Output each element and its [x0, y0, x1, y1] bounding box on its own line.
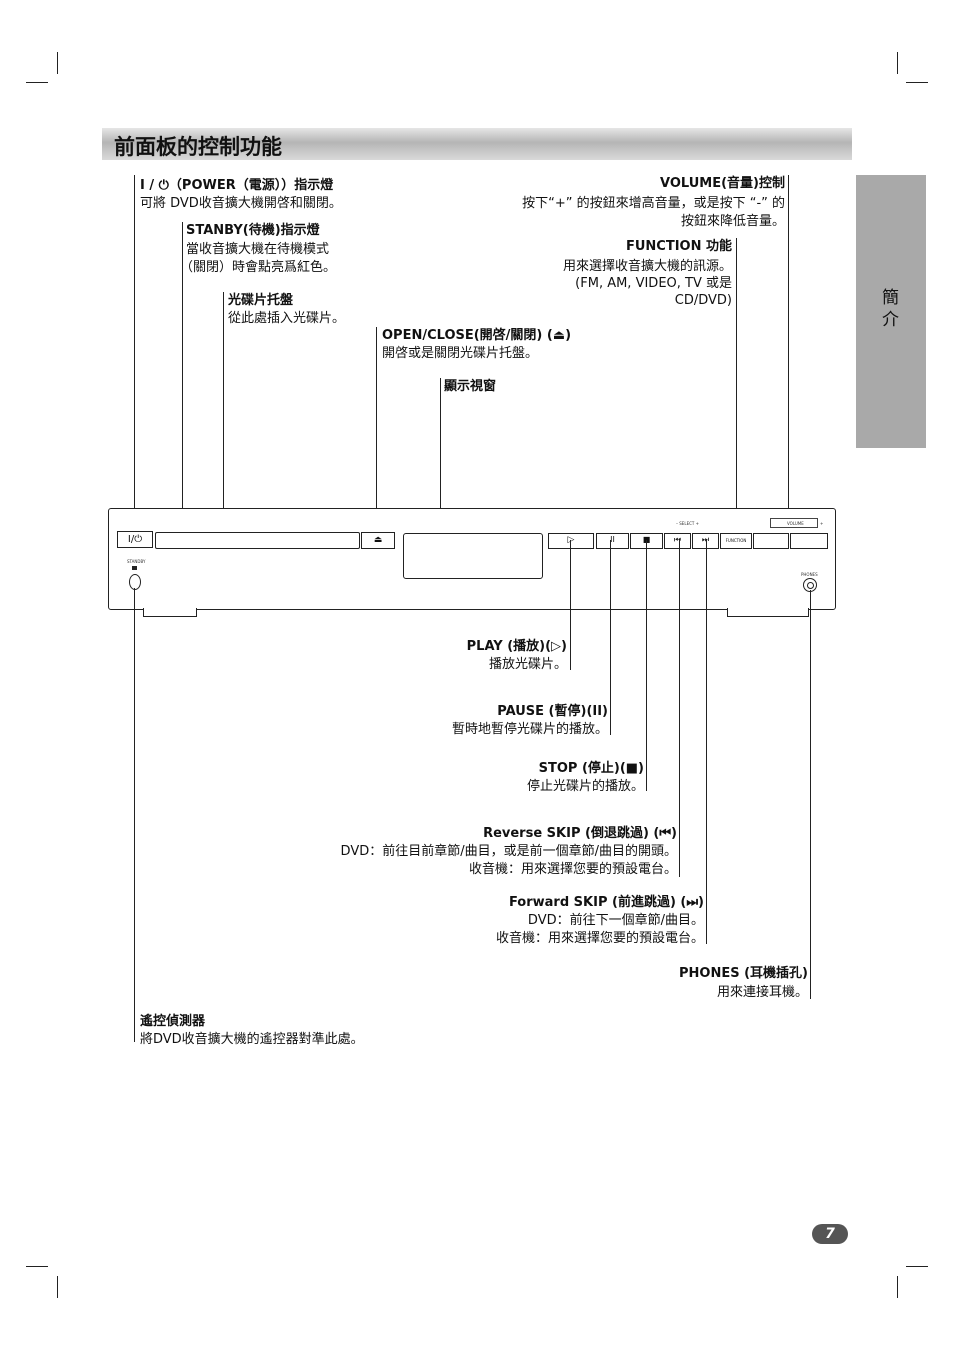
function-desc-3: CD/DVD) — [674, 293, 732, 308]
power-desc: 可將 DVD收音擴大機開啓和關閉。 — [140, 196, 342, 211]
side-tab: 簡介 — [856, 175, 926, 448]
volume-desc-1: 按下“+” 的按鈕來增高音量，或是按下 “-” 的 — [522, 196, 785, 211]
remote-sensor — [129, 574, 141, 590]
dvd-receiver-front-panel — [108, 508, 836, 610]
pause-title: PAUSE (暫停)(II) — [497, 704, 608, 719]
standby-desc-2: （關閉）時會點亮爲紅色。 — [180, 260, 337, 275]
phones-label: PHONES — [801, 572, 818, 577]
open-close-button[interactable]: ⏏ — [361, 532, 395, 549]
stop-desc: 停止光碟片的播放。 — [526, 779, 644, 794]
function-title: FUNCTION 功能 — [625, 239, 732, 254]
disc-tray[interactable] — [155, 532, 360, 549]
reverse-skip-title: Reverse SKIP (倒退跳過) (⏮) — [483, 826, 677, 841]
open-close-title: OPEN/CLOSE(開啓/關閉) (⏏) — [382, 328, 572, 343]
reverse-skip-button[interactable]: ⏮ — [664, 533, 691, 549]
reverse-skip-desc-2: 收音機：用來選擇您要的預設電台。 — [468, 862, 677, 877]
standby-indicator — [132, 566, 137, 570]
volume-label: VOLUME — [787, 521, 804, 526]
forward-skip-title: Forward SKIP (前進跳過) (⏭) — [508, 895, 704, 910]
disc-tray-title: 光碟片托盤 — [228, 293, 294, 308]
volume-desc-2: 按鈕來降低音量。 — [680, 214, 785, 229]
volume-plus-label: + — [820, 521, 824, 526]
standby-title: STANBY(待機)指示燈 — [186, 223, 320, 238]
side-tab-label: 簡介 — [882, 288, 899, 330]
forward-skip-button[interactable]: ⏭ — [692, 533, 719, 549]
play-title: PLAY (播放)(▷) — [466, 639, 567, 654]
power-button[interactable]: I/⏻ — [117, 531, 153, 548]
select-label: – SELECT + — [676, 521, 699, 526]
display-window — [403, 533, 543, 579]
phones-title: PHONES (耳機插孔) — [679, 966, 808, 981]
page-title: 前面板的控制功能 — [114, 135, 282, 159]
standby-desc-1: 當收音擴大機在待機模式 — [186, 242, 330, 257]
power-title: I / ⏻（POWER（電源））指示燈 — [140, 178, 334, 193]
volume-title: VOLUME(音量)控制 — [660, 176, 785, 191]
reverse-skip-desc-1: DVD：前往目前章節/曲目，或是前一個章節/曲目的開頭。 — [340, 844, 677, 859]
display-title: 顯示視窗 — [444, 379, 497, 394]
remote-sensor-title: 遙控偵測器 — [140, 1014, 206, 1029]
disc-tray-desc: 從此處插入光碟片。 — [228, 311, 346, 326]
play-desc: 播放光碟片。 — [488, 657, 567, 672]
forward-skip-desc-2: 收音機：用來選擇您要的預設電台。 — [495, 931, 704, 946]
standby-label: STANDBY — [127, 559, 146, 564]
phones-desc: 用來連接耳機。 — [716, 985, 808, 1000]
stop-title: STOP (停止)(■) — [538, 761, 644, 776]
forward-skip-desc-1: DVD：前往下一個章節/曲目。 — [527, 913, 704, 928]
open-close-desc: 開啓或是關閉光碟片托盤。 — [382, 346, 539, 361]
remote-sensor-desc: 將DVD收音擴大機的遙控器對準此處。 — [140, 1032, 364, 1047]
page-number: 7 — [812, 1224, 848, 1244]
section-header: 前面板的控制功能 — [102, 128, 852, 160]
pause-desc: 暫時地暫停光碟片的播放。 — [451, 722, 608, 737]
function-desc-2: (FM, AM, VIDEO, TV 或是 — [575, 276, 732, 291]
pause-button[interactable]: II — [596, 533, 629, 549]
function-button[interactable]: FUNCTION — [720, 533, 752, 549]
volume-plus-button[interactable] — [790, 533, 828, 549]
volume-minus-button[interactable] — [753, 533, 789, 549]
function-desc-1: 用來選擇收音擴大機的訊源。 — [562, 259, 732, 274]
play-button[interactable]: ▷ — [548, 533, 594, 549]
